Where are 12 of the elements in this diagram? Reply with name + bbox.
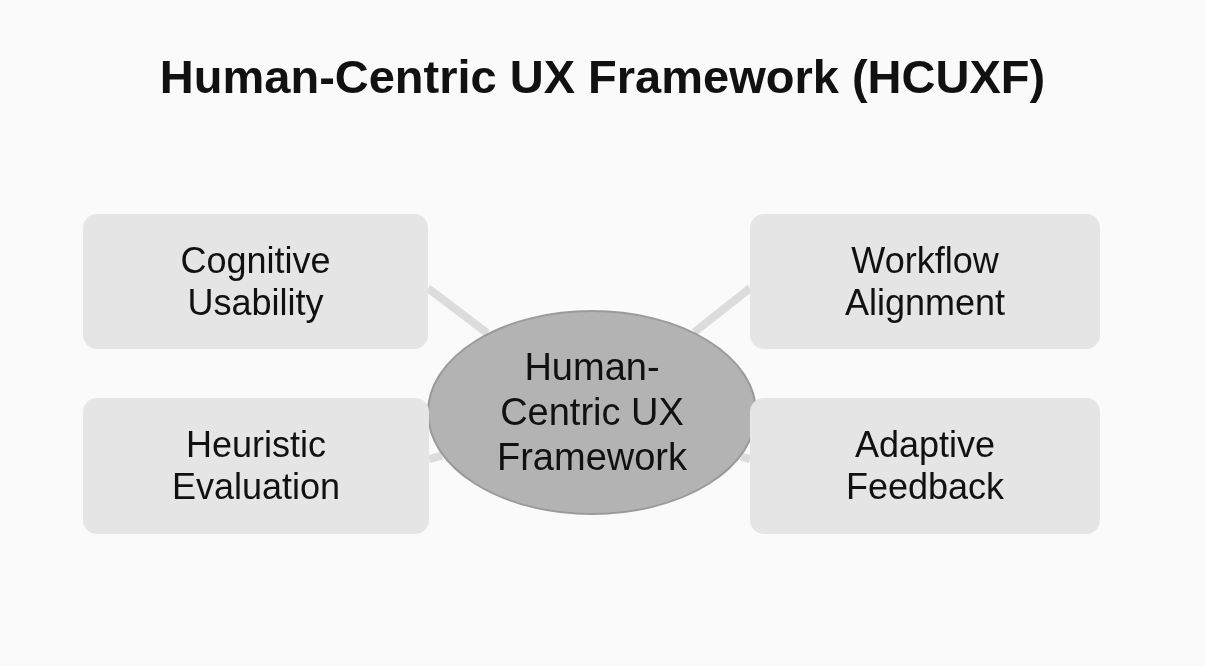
connector-line [739, 452, 752, 464]
node-label: Adaptive Feedback [844, 424, 1006, 508]
topic-box [750, 398, 1100, 534]
node-label: Human-Centric UX Framework [496, 345, 688, 480]
topic-box [750, 214, 1100, 349]
node-label: Workflow Alignment [843, 239, 1007, 324]
node-label: Cognitive Usability [179, 239, 332, 324]
title: Human-Centric UX Framework (HCUXF) [158, 49, 1047, 105]
node-label: Heuristic Evaluation [170, 424, 342, 508]
topic-box [83, 214, 428, 349]
connector-line [427, 451, 444, 464]
topic-box [83, 398, 429, 534]
